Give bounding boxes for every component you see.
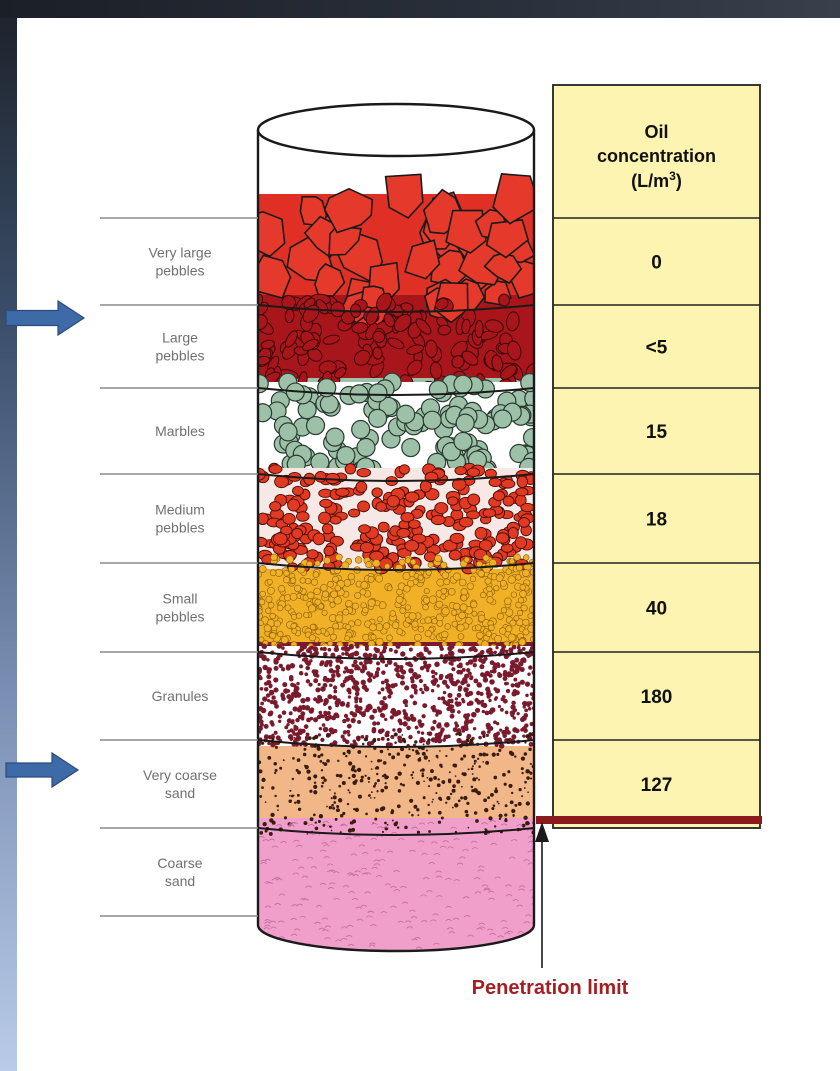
penetration-arrow-head bbox=[535, 822, 549, 842]
layer-fill bbox=[258, 818, 534, 960]
layer-label: Medium bbox=[155, 502, 205, 518]
very-coarse-sand-arrow bbox=[6, 753, 78, 787]
layer-label: Marbles bbox=[155, 423, 205, 439]
layer-grain-pattern bbox=[252, 463, 536, 574]
layer-label: Granules bbox=[152, 688, 209, 704]
layer-label: Small bbox=[162, 591, 197, 607]
table-header-line2: concentration bbox=[597, 146, 716, 166]
layer-label: Very large bbox=[148, 245, 211, 261]
layer-labels: Very largepebblesLargepebblesMarblesMedi… bbox=[143, 245, 217, 890]
highlight-arrows bbox=[6, 301, 84, 787]
concentration-value: 18 bbox=[646, 510, 667, 531]
layer-label: pebbles bbox=[155, 348, 204, 364]
concentration-value: 180 bbox=[641, 687, 673, 708]
concentration-value: 127 bbox=[641, 775, 673, 796]
layer-label: pebbles bbox=[155, 263, 204, 279]
layer-label: Very coarse bbox=[143, 767, 217, 783]
layer-label: pebbles bbox=[155, 520, 204, 536]
concentration-value: <5 bbox=[646, 338, 668, 359]
concentration-value: 0 bbox=[651, 253, 662, 274]
concentration-value: 40 bbox=[646, 599, 667, 620]
layer-divider-lines bbox=[100, 218, 258, 916]
unit-text: (L/m bbox=[631, 171, 669, 191]
penetration-limit-bar bbox=[536, 816, 762, 824]
layer-label: pebbles bbox=[155, 609, 204, 625]
layer-label: Large bbox=[162, 330, 198, 346]
table-header-line1: Oil bbox=[644, 122, 668, 142]
penetration-limit-label: Penetration limit bbox=[472, 977, 629, 999]
layer-label: sand bbox=[165, 785, 195, 801]
layer-label: Coarse bbox=[157, 855, 202, 871]
cylinder-top bbox=[258, 104, 534, 156]
layer-label: sand bbox=[165, 873, 195, 889]
table-background bbox=[553, 85, 760, 828]
concentration-value: 15 bbox=[646, 422, 668, 443]
unit-close: ) bbox=[676, 171, 682, 191]
large-pebbles-arrow bbox=[6, 301, 84, 335]
